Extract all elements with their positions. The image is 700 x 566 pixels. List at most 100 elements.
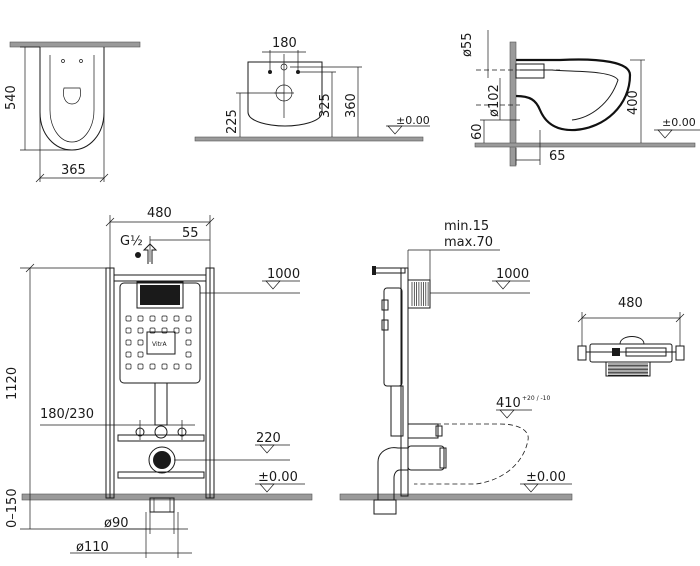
frame-top-bar <box>113 274 207 282</box>
cistern-texture-square <box>161 315 168 322</box>
level-front: ±0.00 <box>396 114 430 127</box>
dim-1000-side: 1000 <box>496 267 529 282</box>
wall-side-hatch <box>509 41 517 167</box>
level-side: ±0.00 <box>662 116 696 129</box>
cistern-texture-square <box>185 351 192 358</box>
cistern-texture-square <box>125 339 132 346</box>
cistern-texture-square <box>125 327 132 334</box>
dim-480-top: 480 <box>618 296 643 311</box>
flush-outlet <box>154 425 168 439</box>
handle-arc <box>619 336 645 345</box>
dim-d55: ø55 <box>460 33 475 58</box>
cistern-texture-square <box>185 339 192 346</box>
cistern-texture-square <box>173 327 180 334</box>
flush-box-top <box>605 361 651 377</box>
cistern-texture-square <box>149 315 156 322</box>
cistern-texture-square <box>137 327 144 334</box>
dim-365: 365 <box>61 163 86 178</box>
level-frame-side: ±0.00 <box>526 470 566 485</box>
bottom-bar <box>117 471 205 479</box>
cistern-texture-square <box>137 315 144 322</box>
bowl-hole <box>63 87 81 105</box>
cistern-texture-square <box>125 315 132 322</box>
bolt-hole-right <box>79 59 83 63</box>
cistern-texture-square <box>125 351 132 358</box>
dim-180-230: 180/230 <box>40 407 94 422</box>
bolt-hole-left <box>61 59 65 63</box>
cistern-texture-square <box>185 315 192 322</box>
waste-outlet-inner <box>153 451 171 469</box>
wc-top-view: 540 365 <box>4 41 141 183</box>
flush-connector-side <box>407 423 439 439</box>
cistern-texture-square <box>137 351 144 358</box>
dim-g-half: G½ <box>120 234 143 249</box>
waste-pipe-bottom <box>149 497 175 513</box>
dim-1120: 1120 <box>5 367 20 400</box>
dim-max70: max.70 <box>444 235 493 250</box>
floor-side <box>474 142 696 148</box>
bowl-outline <box>39 47 105 151</box>
down-pipe <box>154 382 168 426</box>
wc-front-view: 180 225 325 360 ±0.00 <box>194 36 430 142</box>
floor-frame-side <box>339 493 573 501</box>
dim-d102: ø102 <box>487 84 502 117</box>
dim-410-tolerance: +20 / -10 <box>522 395 550 402</box>
bowl-tank-connector <box>515 63 545 79</box>
dim-225: 225 <box>225 109 240 134</box>
floor-frame-front <box>21 493 313 501</box>
cistern-texture-square <box>173 363 180 370</box>
dim-60: 60 <box>470 123 485 140</box>
frame-top-right-post <box>675 345 685 361</box>
water-drop <box>135 252 141 258</box>
cistern-texture-square <box>185 363 192 370</box>
down-pipe-side <box>390 385 404 437</box>
dim-55-front: 55 <box>182 226 199 241</box>
dim-480-front: 480 <box>147 206 172 221</box>
frame-top-left-post <box>577 345 587 361</box>
dim-min15: min.15 <box>444 219 489 234</box>
bowl-side-outline <box>515 58 632 132</box>
dim-220: 220 <box>256 431 281 446</box>
cistern-texture-square <box>137 363 144 370</box>
bowl-front-outline <box>247 61 323 127</box>
cistern-texture-square <box>125 363 132 370</box>
bowl-rim <box>49 55 95 143</box>
level-frame-front: ±0.00 <box>258 470 298 485</box>
frame-front-view: VitrA 480 G½ 55 1120 <box>5 206 313 558</box>
frame-side-view: min.15 max.70 1000 410 +20 / -10 ±0.00 <box>339 219 573 515</box>
dim-180: 180 <box>272 36 297 51</box>
dim-325: 325 <box>318 93 333 118</box>
bowl-outline-dashed <box>412 423 529 485</box>
waste-connector-side <box>407 445 445 471</box>
dim-0-150: 0–150 <box>5 488 20 528</box>
dim-d90: ø90 <box>104 516 129 531</box>
cistern-side <box>383 287 403 387</box>
flush-plate <box>140 285 180 305</box>
wall-hatch-top <box>9 41 141 48</box>
waste-pipe-side-bottom <box>373 499 397 515</box>
cistern-texture-square <box>173 315 180 322</box>
bolt-bar <box>117 434 205 442</box>
vitra-logo: VitrA <box>152 341 167 348</box>
dim-540: 540 <box>4 85 19 110</box>
frame-top-view: 480 <box>577 296 685 377</box>
dim-410: 410 <box>496 396 521 411</box>
dim-65: 65 <box>549 149 566 164</box>
cistern-texture-square <box>149 327 156 334</box>
wc-side-view: ø55 ø102 60 400 65 ±0.00 <box>460 30 700 167</box>
dim-400: 400 <box>626 90 641 115</box>
waste-bend <box>377 447 409 501</box>
dim-360: 360 <box>344 93 359 118</box>
cistern-top <box>589 343 673 363</box>
flush-plate-opening <box>136 281 184 309</box>
dim-1000-front: 1000 <box>267 267 300 282</box>
cistern-texture-square <box>161 327 168 334</box>
cistern-texture-square <box>137 339 144 346</box>
cistern-texture-square <box>161 363 168 370</box>
cistern-texture-square <box>149 363 156 370</box>
dim-d110: ø110 <box>76 540 109 555</box>
cistern-texture-square <box>185 327 192 334</box>
cistern-texture <box>125 315 192 370</box>
vitra-label-box <box>146 331 176 355</box>
